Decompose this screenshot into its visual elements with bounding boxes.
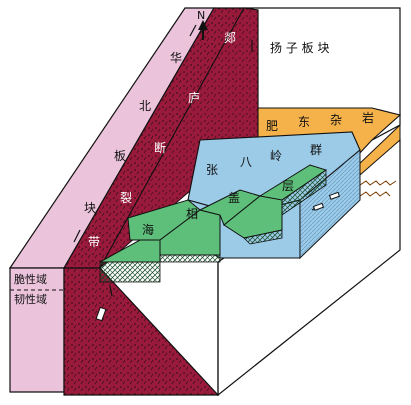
label-cover-4: 层 xyxy=(282,179,294,193)
label-brittle-domain: 脆性域 xyxy=(14,272,47,286)
north-china-block-front xyxy=(9,267,65,393)
green-cover-hatch-a xyxy=(99,261,161,283)
label-fault-3: 断 xyxy=(154,140,166,155)
label-yangtze-block: 扬 子 板 块 xyxy=(270,40,329,55)
label-feidong-4: 岩 xyxy=(362,110,374,125)
white-lens-1 xyxy=(95,306,107,322)
label-north-china-4: 块 xyxy=(84,201,96,215)
label-zhangbaling-1: 张 xyxy=(206,163,218,177)
fault-zone-top-dots xyxy=(64,8,244,268)
label-fault-2: 庐 xyxy=(188,90,200,105)
white-lens-3 xyxy=(328,191,341,200)
green-cover-hatch-c xyxy=(243,229,283,245)
label-fault-1: 郯 xyxy=(224,31,236,45)
green-cover-hatch-b xyxy=(159,254,221,263)
north-arrow-icon xyxy=(198,20,208,40)
label-north-china-2: 北 xyxy=(139,99,151,113)
label-feidong-1: 肥 xyxy=(266,119,278,133)
label-feidong-3: 杂 xyxy=(330,113,342,127)
label-feidong-2: 东 xyxy=(298,115,310,129)
green-cover-hatch-d xyxy=(281,169,327,216)
label-fault-4: 裂 xyxy=(120,191,132,205)
label-cover-3: 盖 xyxy=(228,191,240,205)
label-zhangbaling-2: 八 xyxy=(240,155,252,169)
fault-zone-front-dots xyxy=(64,268,218,395)
label-zhangbaling-3: 岭 xyxy=(270,149,282,163)
label-cover-2: 相 xyxy=(186,207,198,221)
label-zhangbaling-4: 群 xyxy=(310,143,322,157)
fault-zone-side-dots xyxy=(100,8,258,268)
green-cover-3 xyxy=(159,209,221,256)
label-north-china-1: 华 xyxy=(170,51,182,65)
label-ductile-domain: 韧性域 xyxy=(14,292,47,306)
label-cover-1: 海 xyxy=(142,222,154,237)
label-fault-5: 带 xyxy=(88,235,100,249)
label-north-china-3: 板 xyxy=(114,149,126,163)
white-lens-2 xyxy=(312,202,325,211)
north-arrow-label: N xyxy=(197,9,205,22)
